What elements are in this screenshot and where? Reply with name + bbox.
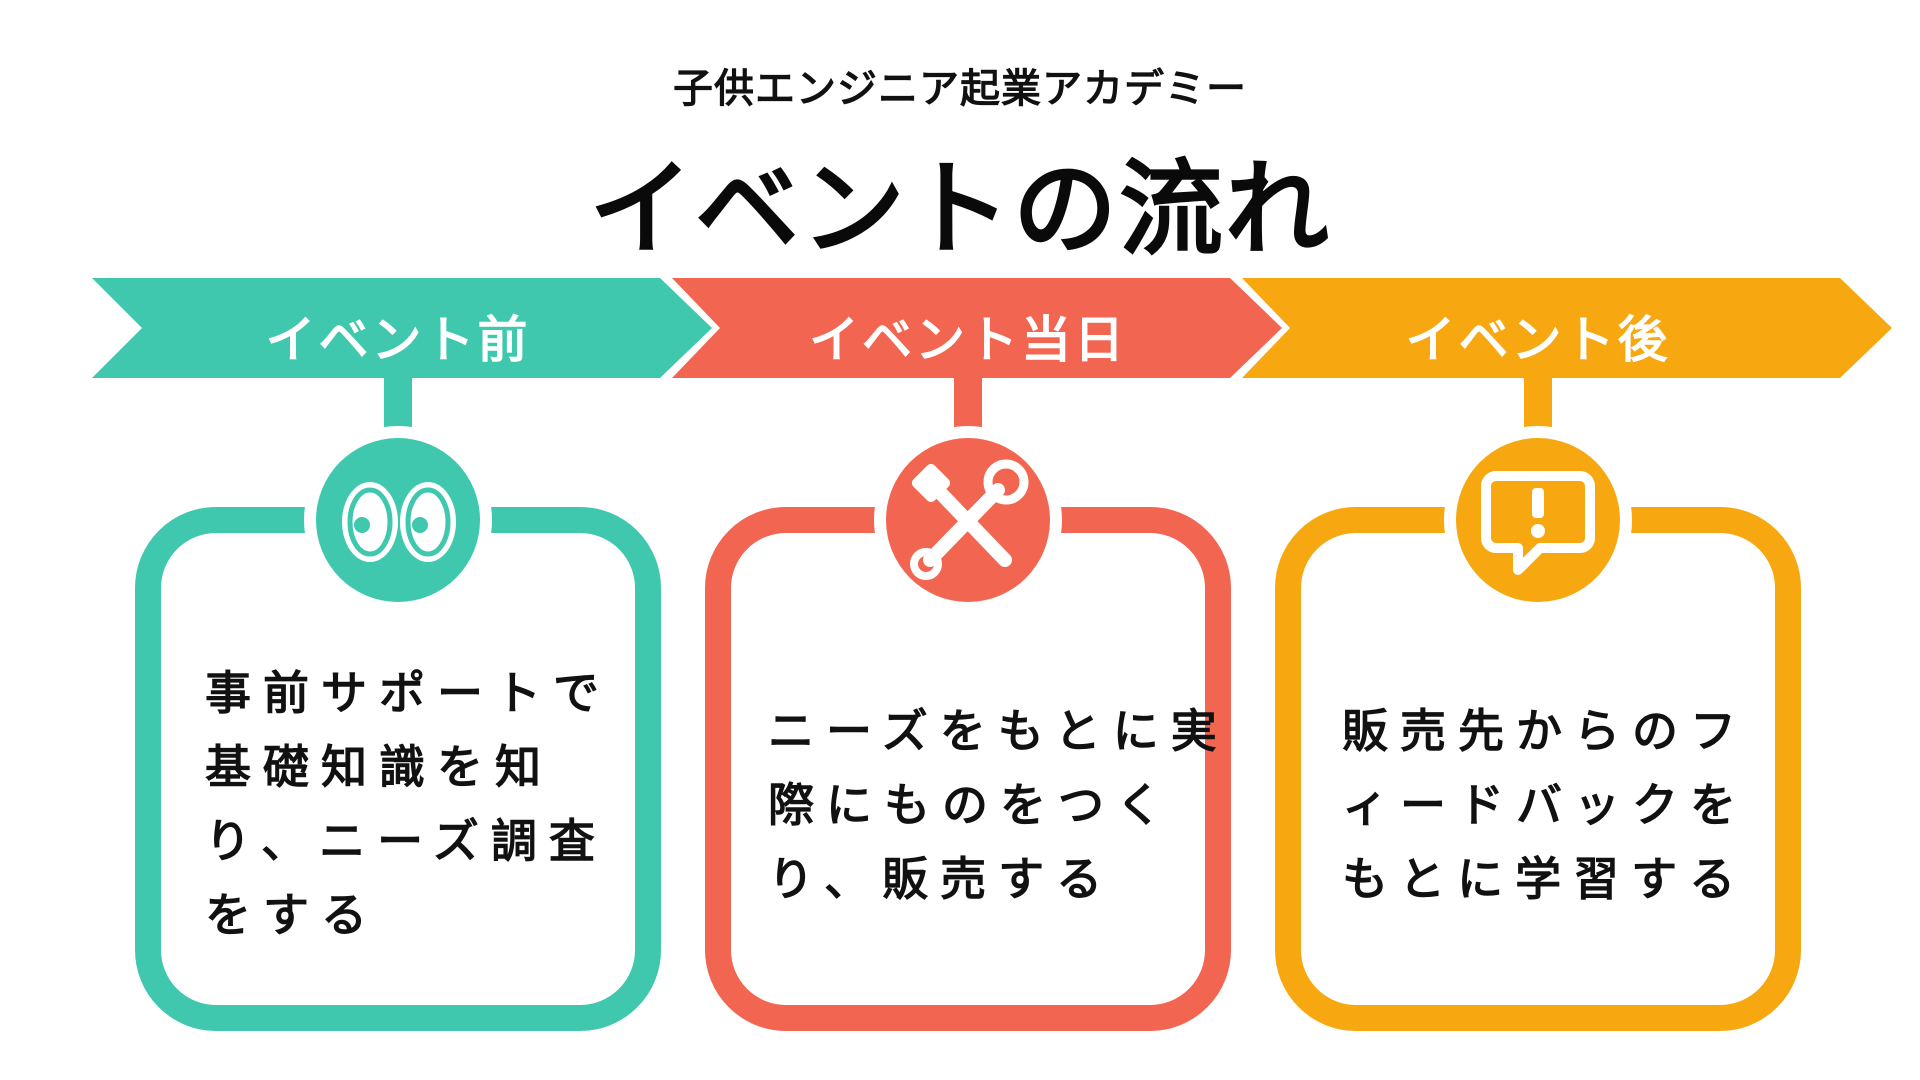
- tools-icon: [910, 459, 1029, 580]
- feedback-icon: [1481, 471, 1595, 575]
- description-line: 際にものをつく: [768, 778, 1174, 832]
- connector-3: [1524, 376, 1552, 432]
- stage-label-2: イベント当日: [809, 311, 1127, 369]
- description-line: 販売先からのフ: [1342, 704, 1748, 758]
- page-title: イベントの流れ: [588, 148, 1331, 270]
- arrow-stage-1: [92, 278, 712, 378]
- connector-1: [384, 376, 412, 432]
- description-line: り、販売する: [768, 852, 1115, 906]
- arrow-stage-3: [1242, 278, 1892, 378]
- description-line: ニーズをもとに実: [768, 704, 1229, 758]
- description-line: をする: [205, 888, 379, 942]
- stage-label-3: イベント後: [1405, 311, 1671, 369]
- arrow-stage-2: [672, 278, 1282, 378]
- description-line: もとに学習する: [1342, 852, 1748, 906]
- stage-label-1: イベント前: [265, 311, 531, 369]
- icon-circle-3: [1456, 438, 1620, 602]
- description-line: り、ニーズ調査: [205, 814, 607, 868]
- icon-circle-1: [316, 438, 480, 602]
- description-line: 事前サポートで: [205, 666, 611, 720]
- stage-description-1: 事前サポートで 基礎知識を知 り、ニーズ調査 をする: [205, 656, 611, 952]
- connector-2: [954, 376, 982, 432]
- eyes-icon: [342, 482, 456, 562]
- description-line: 基礎知識を知: [205, 740, 553, 794]
- description-line: ィードバックを: [1342, 778, 1748, 832]
- subtitle: 子供エンジニア起業アカデミー: [673, 66, 1247, 112]
- stage-description-3: 販売先からのフ ィードバックを もとに学習する: [1342, 694, 1748, 916]
- stage-description-2: ニーズをもとに実 際にものをつく り、販売する: [768, 694, 1229, 916]
